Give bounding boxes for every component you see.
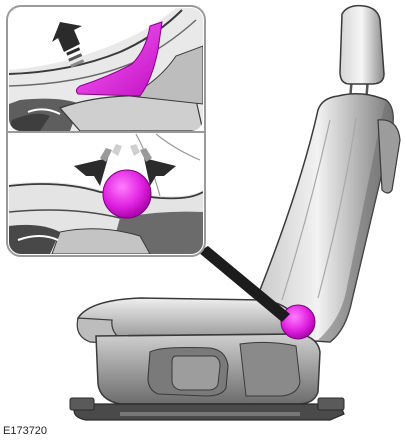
figure-reference-code: E173720 [3,424,47,438]
headrest [340,6,384,84]
control-knob-closeup [103,170,151,218]
recline-control-knob-icon [281,305,315,339]
